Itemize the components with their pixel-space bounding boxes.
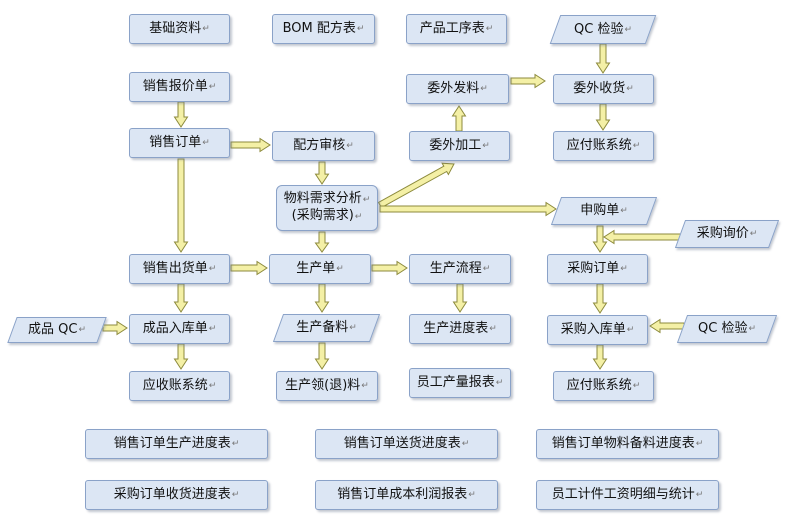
- paragraph-mark: ↵: [208, 264, 217, 274]
- node-production-order[interactable]: 生产单↵: [269, 254, 371, 284]
- paragraph-mark: ↵: [620, 264, 628, 274]
- paragraph-mark: ↵: [482, 141, 490, 151]
- node-purchase-request[interactable]: 申购单↵: [556, 197, 652, 225]
- node-ar-system[interactable]: 应收账系统↵: [129, 371, 230, 401]
- paragraph-mark: ↵: [231, 439, 240, 449]
- arrow-mrp-to-purchase-request: [379, 201, 557, 217]
- node-ap-system-top[interactable]: 应付账系统↵: [553, 131, 654, 161]
- paragraph-mark: ↵: [485, 24, 494, 34]
- arrow-flow-to-progress: [452, 283, 468, 313]
- paragraph-mark: ↵: [695, 439, 704, 449]
- paragraph-mark: ↵: [624, 24, 632, 35]
- arrow-outsource-process-to-issue: [451, 105, 467, 132]
- paragraph-mark: ↵: [336, 264, 344, 274]
- node-production-requisition[interactable]: 生产领(退)料↵: [276, 371, 378, 401]
- node-purchase-inquiry[interactable]: 采购询价↵: [680, 220, 774, 248]
- arrow-inquiry-to-purchase-order: [603, 229, 682, 245]
- node-fg-qc[interactable]: 成品 QC↵: [12, 317, 102, 343]
- paragraph-mark: ↵: [480, 84, 488, 94]
- paragraph-mark: ↵: [202, 24, 210, 34]
- node-employee-output[interactable]: 员工产量报表↵: [409, 368, 511, 398]
- node-process-table[interactable]: 产品工序表↵: [406, 14, 507, 44]
- paragraph-mark: ↵: [356, 24, 365, 34]
- arrow-delivery-to-fg-receipt: [173, 283, 189, 313]
- node-qc-right[interactable]: QC 检验↵: [682, 315, 772, 343]
- paragraph-mark: ↵: [632, 381, 641, 391]
- report-sales-order-cost-profit[interactable]: 销售订单成本利润报表↵: [315, 480, 498, 510]
- paragraph-mark: ↵: [208, 381, 217, 391]
- arrow-fg-receipt-to-ar: [173, 343, 189, 370]
- arrow-purchase-request-to-order: [592, 225, 608, 253]
- arrow-fg-qc-to-receipt: [102, 320, 128, 336]
- report-sales-order-delivery-progress[interactable]: 销售订单送货进度表↵: [315, 429, 498, 459]
- paragraph-mark: ↵: [749, 229, 758, 239]
- paragraph-mark: ↵: [208, 82, 217, 92]
- paragraph-mark: ↵: [626, 325, 635, 335]
- paragraph-mark: ↵: [208, 324, 217, 334]
- node-bom[interactable]: BOM 配方表↵: [272, 14, 375, 44]
- arrow-mrp-to-production-order: [314, 231, 330, 253]
- node-production-material[interactable]: 生产备料↵: [278, 314, 375, 342]
- arrow-sales-order-to-sales-delivery: [173, 158, 189, 253]
- node-production-progress[interactable]: 生产进度表↵: [409, 314, 511, 344]
- paragraph-mark: ↵: [361, 381, 369, 391]
- paragraph-mark: ↵: [626, 84, 634, 94]
- paragraph-mark: ↵: [362, 195, 371, 205]
- arrow-purchase-order-to-receipt: [592, 283, 608, 314]
- paragraph-mark: ↵: [461, 439, 470, 449]
- paragraph-mark: ↵: [231, 490, 240, 500]
- node-outsource-process[interactable]: 委外加工↵: [409, 131, 510, 161]
- node-ap-system-bottom[interactable]: 应付账系统↵: [553, 371, 654, 401]
- node-qc-top[interactable]: QC 检验↵: [555, 15, 651, 44]
- node-purchase-receipt[interactable]: 采购入库单↵: [547, 315, 648, 345]
- node-fg-receipt[interactable]: 成品入库单↵: [129, 314, 230, 344]
- arrow-quote-to-sales-order: [173, 101, 189, 128]
- node-quote[interactable]: 销售报价单↵: [129, 72, 230, 102]
- paragraph-mark: ↵: [482, 264, 491, 274]
- node-sales-order[interactable]: 销售订单↵: [129, 128, 230, 158]
- arrow-sales-delivery-to-production: [230, 260, 268, 276]
- node-outsource-receive[interactable]: 委外收货↵: [553, 74, 654, 104]
- report-sales-order-material-progress[interactable]: 销售订单物料备料进度表↵: [536, 429, 719, 459]
- node-outsource-issue[interactable]: 委外发料↵: [406, 74, 509, 104]
- paragraph-mark: ↵: [78, 325, 86, 335]
- paragraph-mark: ↵: [695, 490, 704, 500]
- node-purchase-order[interactable]: 采购订单↵: [547, 254, 648, 284]
- node-sales-delivery[interactable]: 销售出货单↵: [129, 254, 230, 284]
- arrow-production-to-material: [314, 283, 330, 313]
- report-purchase-order-receipt-progress[interactable]: 采购订单收货进度表↵: [85, 480, 268, 510]
- paragraph-mark: ↵: [748, 324, 756, 334]
- paragraph-mark: ↵: [202, 138, 210, 148]
- paragraph-mark: ↵: [354, 212, 363, 222]
- arrow-qc-right-to-purchase-receipt: [649, 318, 685, 334]
- paragraph-mark: ↵: [349, 323, 357, 333]
- arrow-purchase-receipt-to-ap: [592, 344, 608, 370]
- paragraph-mark: ↵: [468, 490, 476, 500]
- node-base-info[interactable]: 基础资料↵: [129, 14, 230, 44]
- arrow-recipe-review-to-mrp: [314, 161, 330, 185]
- paragraph-mark: ↵: [632, 141, 641, 151]
- arrow-sales-order-to-recipe-review: [230, 137, 271, 153]
- report-employee-piecework-wages[interactable]: 员工计件工资明细与统计↵: [536, 480, 719, 510]
- arrow-material-to-requisition: [314, 342, 330, 370]
- arrow-production-to-flow: [371, 260, 408, 276]
- paragraph-mark: ↵: [620, 206, 628, 216]
- arrow-mrp-to-outsource-process: [377, 162, 455, 209]
- node-mrp[interactable]: 物料需求分析↵ (采购需求)↵: [276, 185, 378, 231]
- arrow-qc-top-to-outsource-receive: [595, 43, 611, 74]
- paragraph-mark: ↵: [489, 324, 497, 334]
- node-production-flow[interactable]: 生产流程↵: [409, 254, 511, 284]
- paragraph-mark: ↵: [346, 141, 354, 151]
- node-recipe-review[interactable]: 配方审核↵: [272, 131, 375, 161]
- paragraph-mark: ↵: [495, 378, 504, 388]
- arrow-outsource-issue-to-receive: [510, 73, 546, 89]
- arrow-outsource-receive-to-ap: [595, 103, 611, 131]
- report-sales-order-production-progress[interactable]: 销售订单生产进度表↵: [85, 429, 268, 459]
